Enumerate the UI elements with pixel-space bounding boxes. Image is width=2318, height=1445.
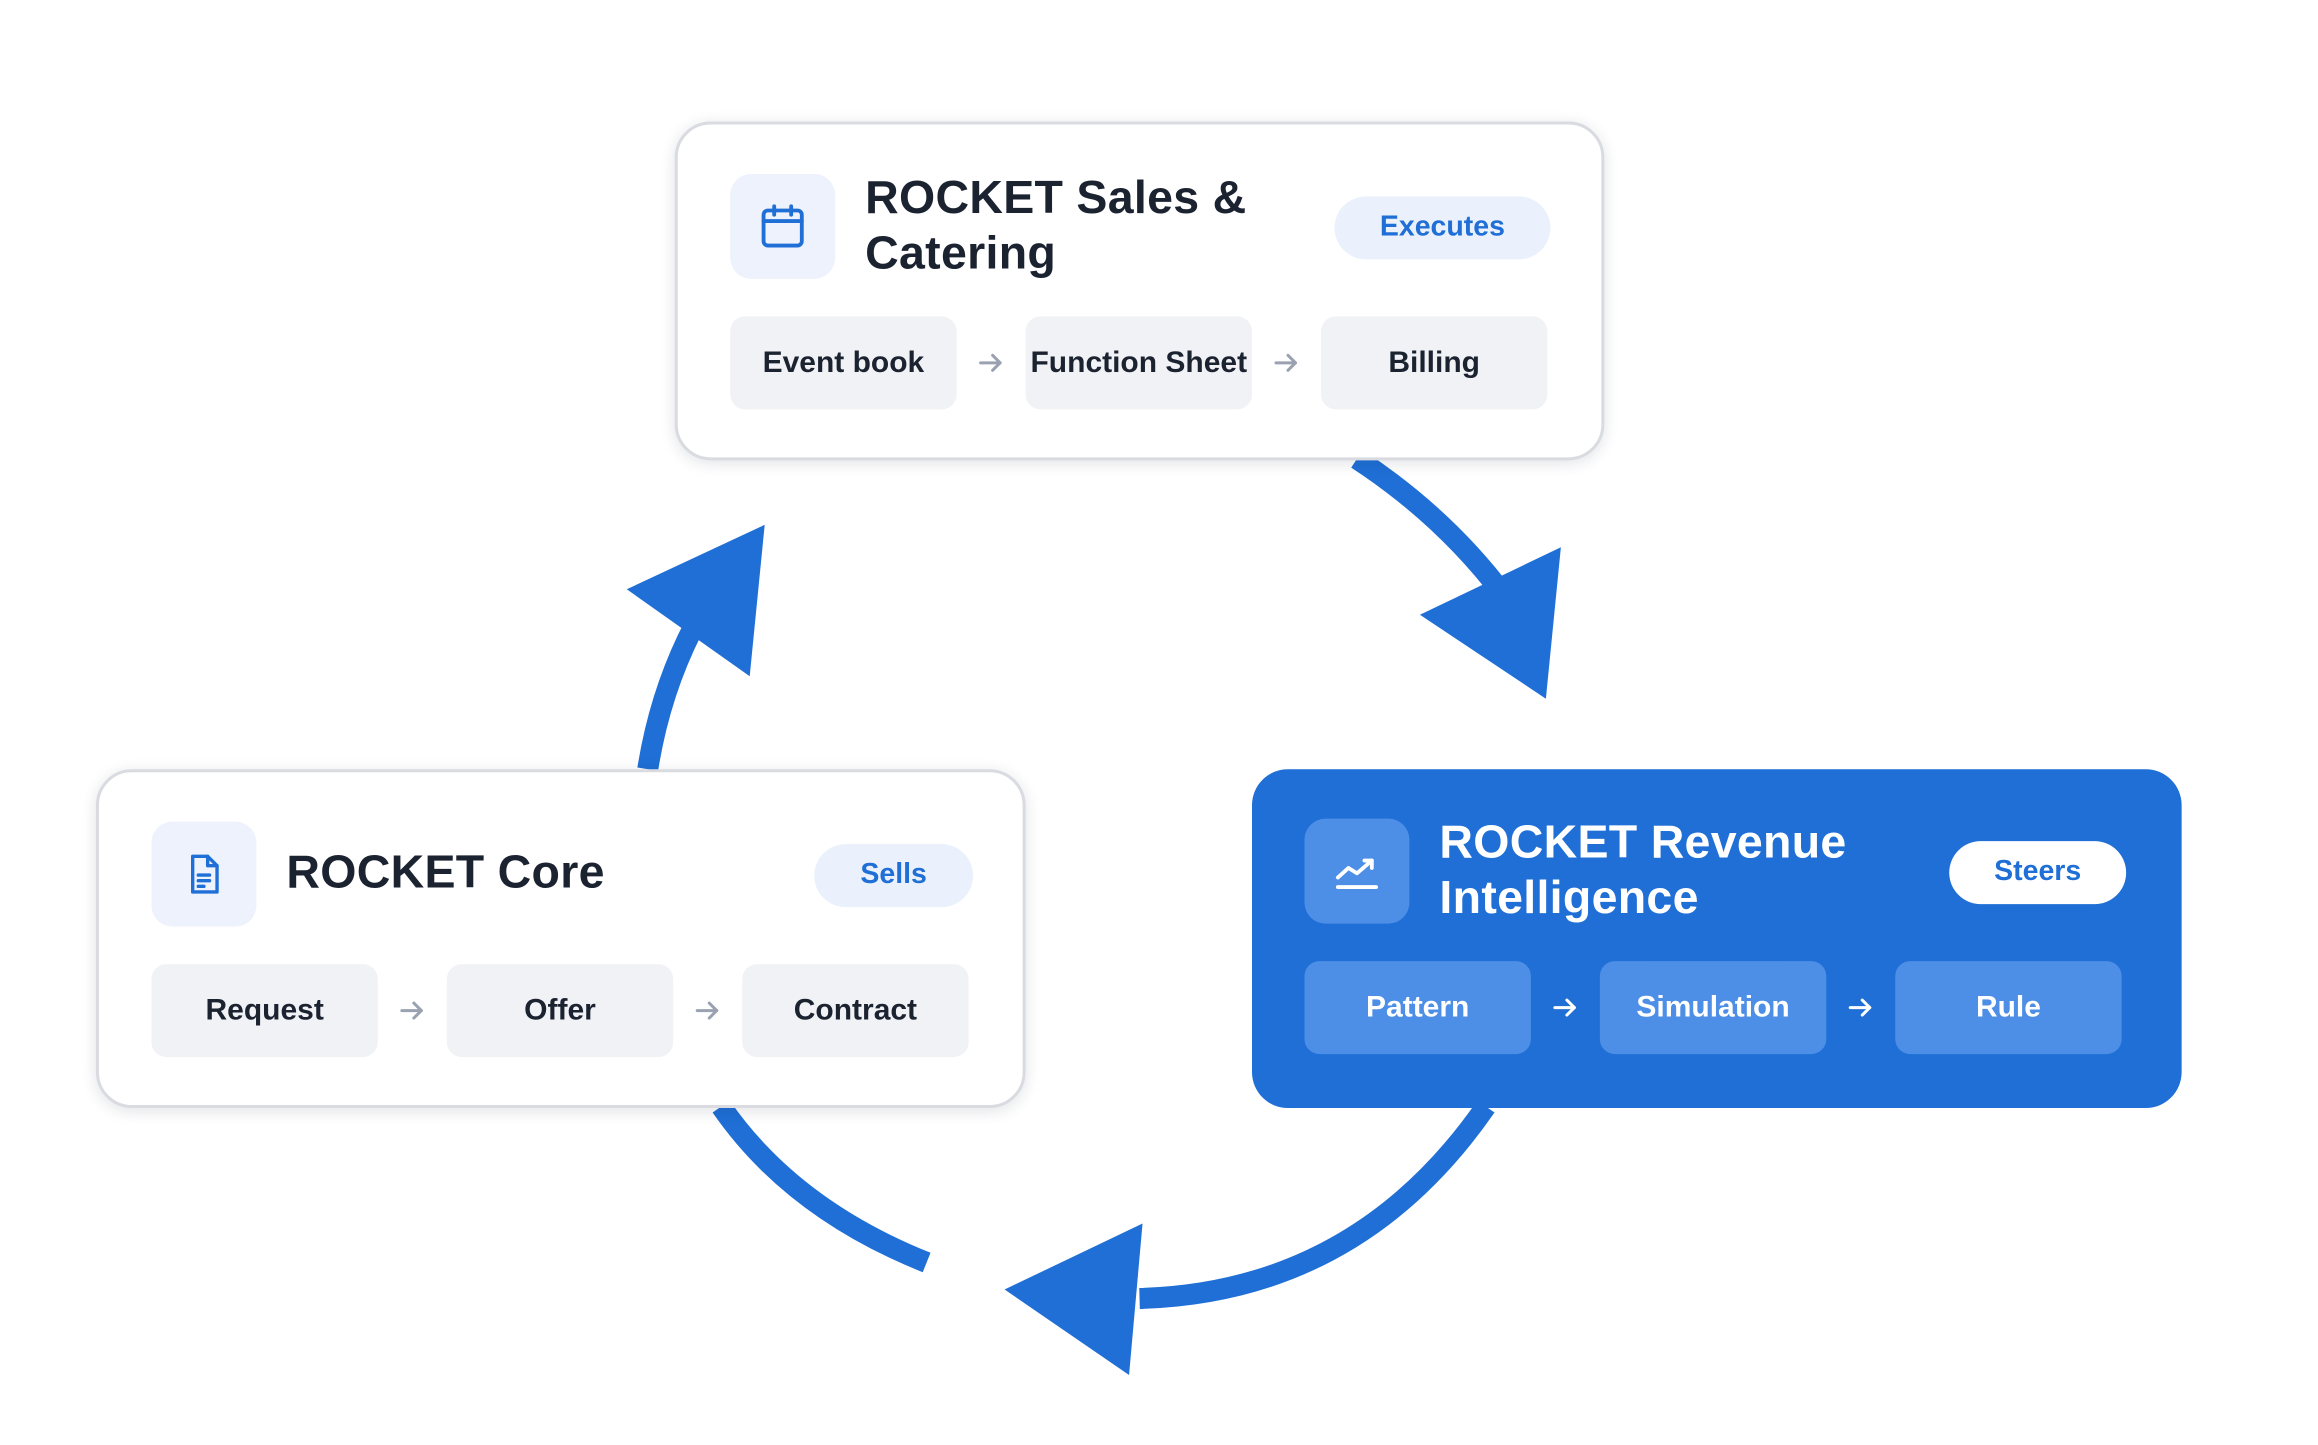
step-billing: Billing — [1320, 316, 1548, 410]
card-title-line-1: ROCKET Sales & — [865, 170, 1247, 224]
cycle-arc-core-to-sales — [712, 1100, 931, 1273]
card-title: ROCKET Revenue Intelligence — [1439, 814, 1846, 925]
step-arrow-icon — [979, 353, 1002, 372]
step-arrow-icon — [400, 1001, 423, 1020]
process-steps: Request Offer Contract — [151, 964, 973, 1058]
process-steps: Event book Function Sheet Billing — [730, 316, 1552, 410]
step-pattern: Pattern — [1304, 961, 1531, 1055]
card-title-line-2: Intelligence — [1439, 871, 1699, 924]
cycle-arc-sales-to-revenue — [1351, 450, 1513, 602]
arrowhead-to-core — [1004, 1223, 1143, 1375]
card-title-line-1: ROCKET Revenue — [1439, 815, 1847, 869]
document-icon — [151, 821, 257, 927]
card-title-line-2: Catering — [865, 226, 1057, 279]
role-badge: Steers — [1949, 841, 2127, 905]
step-simulation: Simulation — [1599, 961, 1827, 1055]
step-event-book: Event book — [730, 316, 957, 410]
step-function-sheet: Function Sheet — [1025, 316, 1252, 410]
role-badge: Sells — [814, 844, 974, 908]
calendar-icon — [730, 173, 836, 279]
step-contract: Contract — [742, 964, 969, 1058]
step-arrow-icon — [1848, 998, 1872, 1017]
role-badge: Executes — [1334, 196, 1551, 260]
step-arrow-icon — [1553, 998, 1576, 1017]
step-arrow-icon — [695, 1001, 719, 1020]
trend-chart-icon — [1304, 818, 1410, 924]
cycle-arc-revenue-to-core — [1139, 1100, 1495, 1309]
card-title: ROCKET Core — [286, 845, 605, 899]
step-rule: Rule — [1895, 961, 2122, 1055]
card-rocket-revenue-intelligence: ROCKET Revenue Intelligence Steers Patte… — [1251, 769, 2182, 1109]
step-offer: Offer — [446, 964, 674, 1058]
arrowhead-to-sales — [626, 524, 765, 677]
card-rocket-core: ROCKET Core Sells Request Offer Contract — [95, 769, 1026, 1109]
arrowhead-to-revenue — [1419, 547, 1561, 699]
process-steps: Pattern Simulation Rule — [1304, 961, 2126, 1055]
card-rocket-sales-catering: ROCKET Sales & Catering Executes Event b… — [674, 121, 1605, 461]
step-arrow-icon — [1274, 353, 1297, 372]
step-request: Request — [151, 964, 378, 1058]
card-title: ROCKET Sales & Catering — [865, 169, 1246, 280]
